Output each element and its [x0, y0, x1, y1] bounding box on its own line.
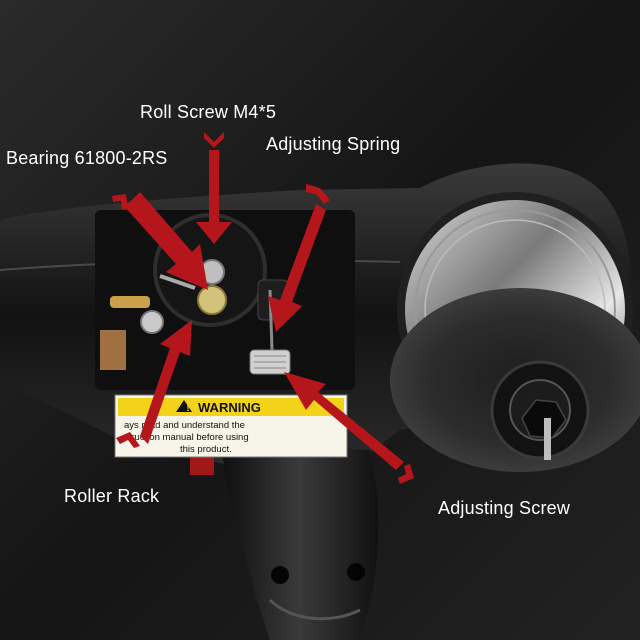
handle — [220, 440, 379, 640]
spring-coil — [159, 274, 196, 290]
label-roller-rack: Roller Rack — [64, 486, 160, 506]
handle-hole — [347, 563, 365, 581]
spool-bolt — [544, 418, 551, 460]
arrow-roll-screw — [196, 132, 232, 244]
label-bearing: Bearing 61800-2RS — [6, 148, 168, 168]
label-adjusting-spring: Adjusting Spring — [266, 134, 401, 154]
warning-line: ays read and understand the — [124, 420, 245, 431]
arrow-bearing — [112, 192, 208, 290]
warning-triangle-icon — [176, 400, 192, 412]
rack-screw — [140, 310, 164, 334]
trigger-switch — [190, 455, 214, 475]
warning-heading: WARNING — [198, 400, 261, 415]
handle-hole — [271, 566, 289, 584]
arrow-adjusting-spring — [268, 184, 330, 332]
wire-guide-tube — [110, 296, 150, 308]
callout-arrows — [112, 132, 414, 484]
copper-inlet — [100, 330, 126, 370]
warning-line: this product. — [180, 444, 232, 455]
arrow-adjusting-screw — [284, 372, 414, 484]
handle-cable — [268, 598, 361, 621]
arrow-roller-rack — [116, 320, 192, 448]
label-adjusting-screw: Adjusting Screw — [438, 498, 571, 518]
warning-line: struction manual before using — [124, 432, 249, 443]
label-roll-screw: Roll Screw M4*5 — [140, 102, 277, 122]
bearing — [197, 285, 227, 315]
svg-text:!: ! — [186, 403, 189, 414]
